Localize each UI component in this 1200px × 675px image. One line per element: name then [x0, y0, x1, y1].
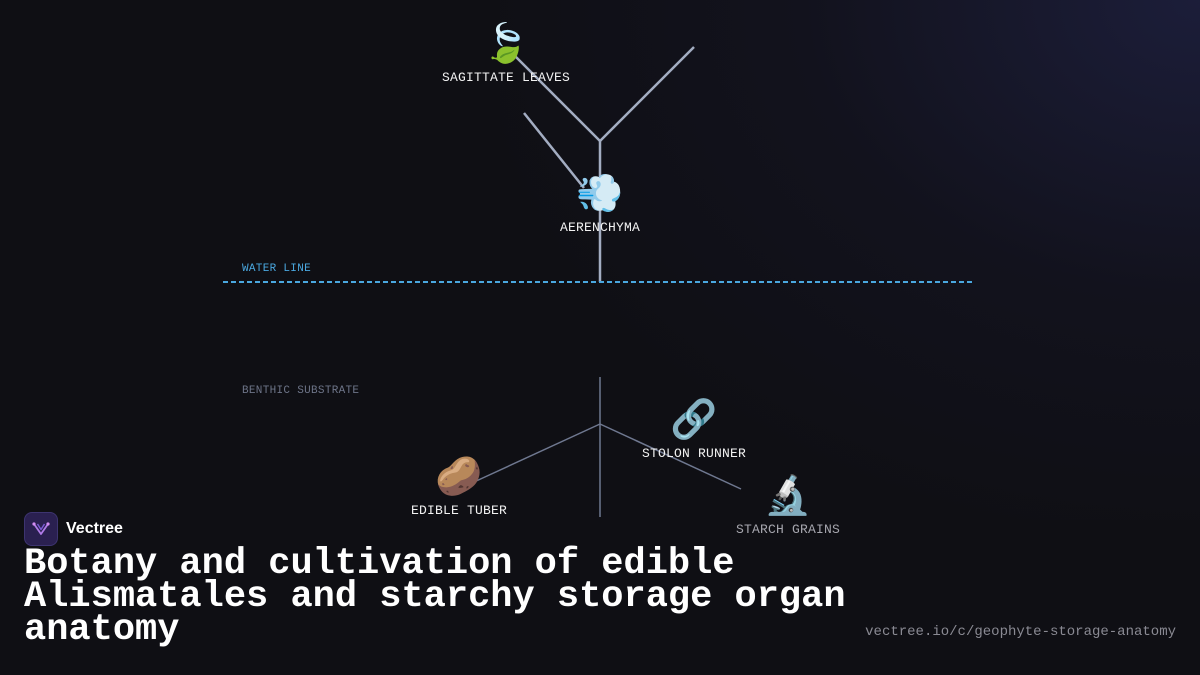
link-icon: 🔗 [670, 397, 718, 441]
brand: Vectree [24, 512, 123, 546]
wind-icon: 💨 [576, 171, 624, 215]
substrate-label: BENTHIC SUBSTRATE [242, 385, 360, 397]
node-label: STOLON RUNNER [641, 446, 747, 461]
potato-icon: 🥔 [435, 454, 483, 498]
vectree-logo-icon [24, 512, 58, 546]
stolon-branch [599, 423, 742, 490]
leaf-icon: 🍃 [482, 21, 530, 65]
microscope-icon: 🔬 [764, 473, 812, 517]
node-starch-grains: 🔬 STARCH GRAINS [668, 472, 908, 537]
node-label: EDIBLE TUBER [410, 503, 507, 518]
node-label: AERENCHYMA [559, 220, 640, 235]
tuber-branch [473, 423, 601, 483]
node-aerenchyma: 💨 AERENCHYMA [480, 170, 720, 235]
node-sagittate-leaves: 🍃 SAGITTATE LEAVES [386, 20, 626, 85]
node-edible-tuber: 🥔 EDIBLE TUBER [339, 453, 579, 518]
source-url[interactable]: vectree.io/c/geophyte-storage-anatomy [865, 624, 1176, 640]
water-line-label: WATER LINE [242, 263, 312, 275]
petiole-branch [523, 112, 585, 189]
node-stolon-runner: 🔗 STOLON RUNNER [574, 396, 814, 461]
node-label: STARCH GRAINS [735, 522, 841, 537]
page-title: Botany and cultivation of edible Alismat… [24, 543, 846, 651]
leaf-stalk-right [599, 46, 695, 142]
leaf-stalk-left [511, 52, 601, 142]
brand-name: Vectree [66, 520, 123, 537]
node-label: SAGITTATE LEAVES [441, 70, 571, 85]
